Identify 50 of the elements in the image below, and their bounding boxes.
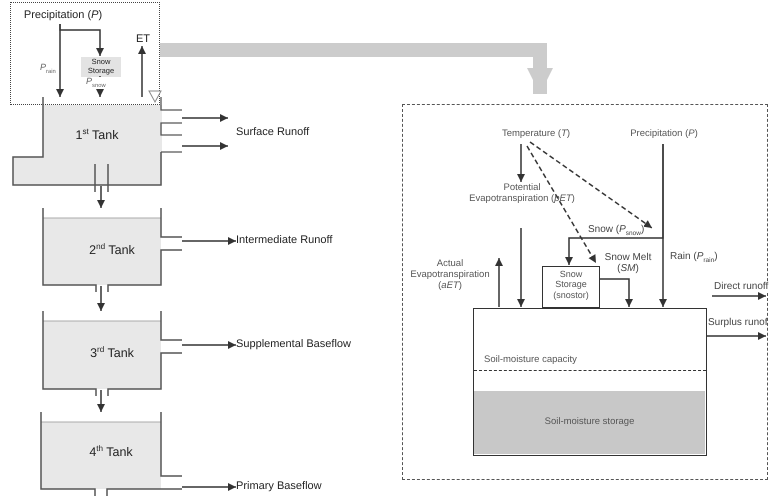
arrow bbox=[182, 142, 228, 150]
arrow bbox=[599, 278, 633, 307]
arrow bbox=[706, 332, 766, 340]
snow-storage-box bbox=[81, 57, 121, 77]
arrow bbox=[97, 390, 105, 412]
text-label: Supplemental Baseflow bbox=[236, 338, 386, 354]
edge-label: Snow (P$_{snow}$) bbox=[588, 224, 644, 238]
tank-label: 4$^{th}$ Tank bbox=[88, 444, 134, 460]
arrow bbox=[56, 24, 64, 97]
text-label: Precipitation (P) bbox=[617, 129, 711, 145]
tank-label: 1$^{st}$ Tank bbox=[74, 127, 120, 143]
text-label: Surface Runoff bbox=[236, 126, 336, 142]
edge-label: P$_{snow}$ bbox=[86, 77, 106, 90]
arrow bbox=[182, 114, 228, 122]
flow-arrow bbox=[160, 43, 553, 94]
arrow bbox=[495, 258, 503, 307]
text-label: Precipitation (P) bbox=[15, 9, 111, 25]
arrow bbox=[517, 144, 525, 182]
arrow bbox=[659, 144, 667, 307]
box-label: Soil-moisture storage bbox=[544, 416, 636, 428]
text-label: Intermediate Runoff bbox=[236, 234, 366, 250]
box-label: Snow Storage (snostor) bbox=[552, 269, 590, 300]
edge-label: Snow Melt (SM) bbox=[602, 252, 654, 274]
text-label: Temperature (T) bbox=[491, 129, 581, 145]
edge-label: Direct runoff bbox=[714, 281, 768, 292]
arrow bbox=[182, 483, 236, 491]
arrow bbox=[97, 186, 105, 208]
edge-label: Surplus runof bbox=[708, 317, 768, 328]
dashed-arrow bbox=[526, 146, 597, 264]
edge-label: P$_{rain}$ bbox=[40, 63, 56, 76]
snow-storage-box bbox=[542, 266, 600, 308]
text-label: Potential Evapotranspiration (pET) bbox=[467, 183, 577, 229]
text-label: Actual Evapotranspiration (aET) bbox=[406, 259, 494, 303]
tank-label: 2$^{nd}$ Tank bbox=[88, 242, 136, 258]
arrow bbox=[182, 237, 236, 245]
arrow bbox=[712, 292, 766, 300]
storage-layer bbox=[474, 390, 705, 454]
tank-label: 3$^{rd}$ Tank bbox=[89, 345, 135, 361]
soil-box bbox=[473, 308, 707, 456]
arrow bbox=[96, 76, 104, 97]
dashed-arrow bbox=[530, 141, 652, 229]
detail-panel bbox=[402, 104, 768, 480]
arrow bbox=[138, 46, 146, 97]
box-label: Soil-moisture capacity bbox=[484, 355, 578, 366]
arrow bbox=[97, 286, 105, 311]
text-label: Primary Baseflow bbox=[236, 480, 356, 496]
text-label: ET bbox=[132, 33, 154, 47]
arrow bbox=[182, 341, 236, 349]
arrow bbox=[517, 228, 525, 307]
edge-label: Rain (P$_{rain}$) bbox=[670, 251, 718, 264]
